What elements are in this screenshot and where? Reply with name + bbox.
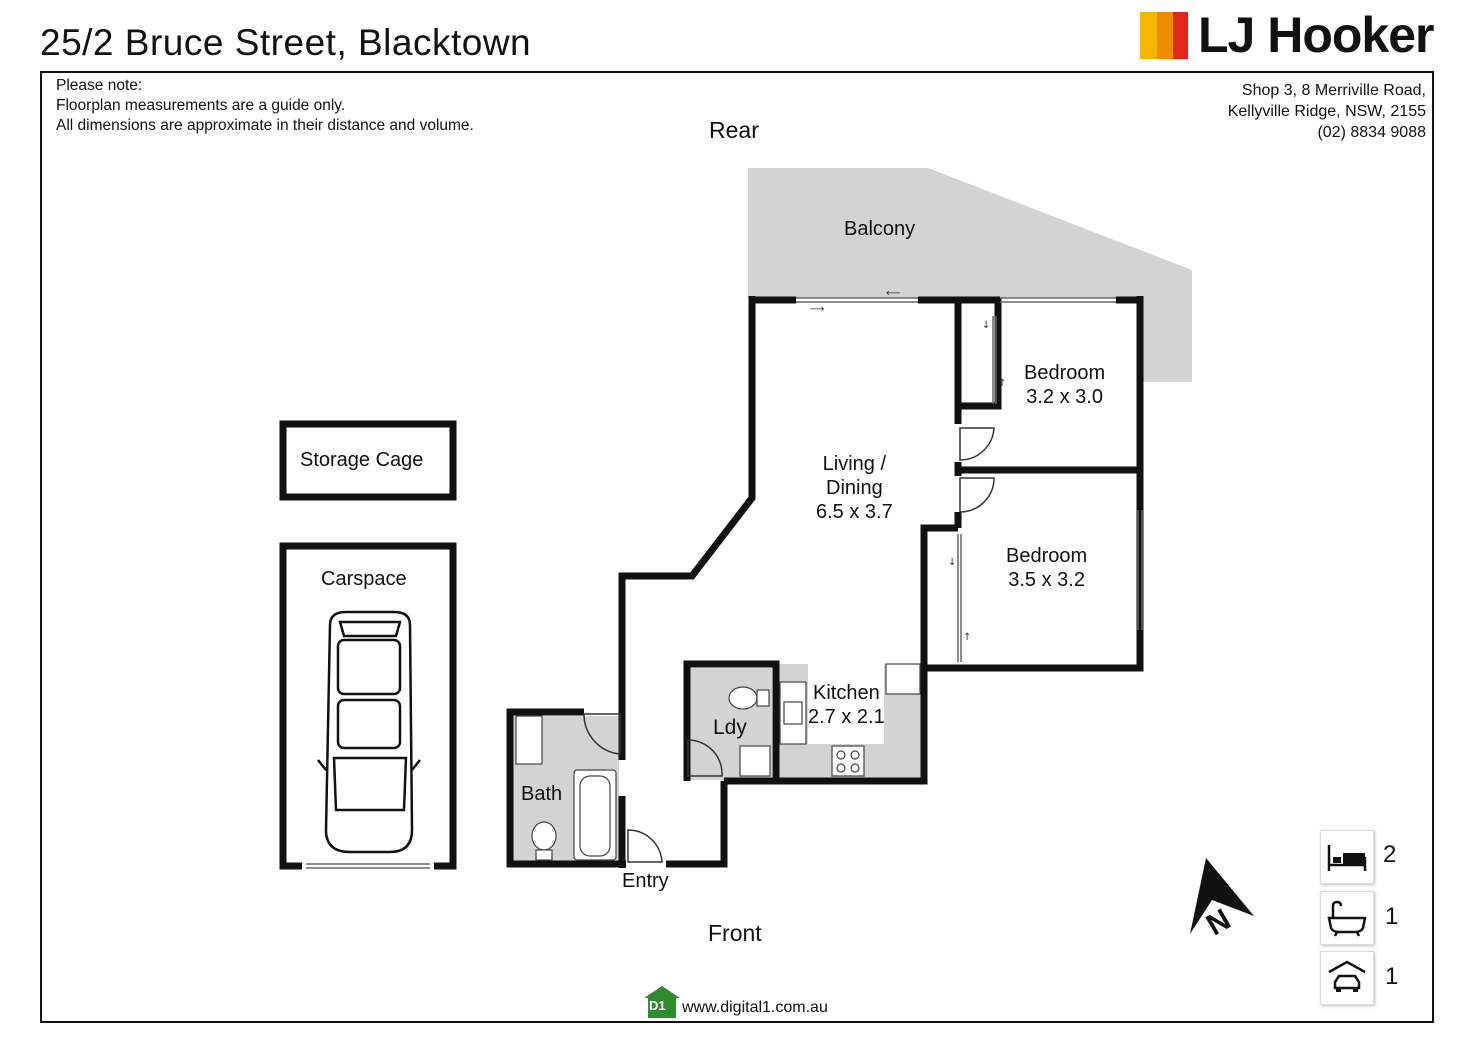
balcony-area	[748, 168, 1192, 382]
bedroom-2-label: Bedroom 3.5 x 3.2	[1006, 544, 1087, 592]
garage-car-icon	[1328, 960, 1366, 992]
agency-phone: (02) 8834 9088	[1317, 124, 1426, 141]
main-walls	[506, 296, 1144, 868]
bedroom-2-name: Bedroom	[1006, 545, 1088, 567]
bath-toilet	[531, 821, 557, 851]
kitchen-name: Kitchen	[813, 682, 880, 704]
digital1-badge: D1	[649, 998, 666, 1013]
laundry-label: Ldy	[713, 716, 747, 739]
lj-hooker-logo	[1140, 12, 1188, 59]
agency-address: Shop 3, 8 Merriville Road, Kellyville Ri…	[1228, 80, 1426, 143]
address-suburb: Kellyville Ridge, NSW, 2155	[1227, 103, 1426, 120]
svg-text:↓: ↓	[948, 557, 956, 568]
bathrooms-count: 1	[1385, 903, 1399, 930]
svg-text:↓: ↓	[982, 320, 990, 331]
brand-name: LJ Hooker	[1198, 7, 1435, 63]
disclaimer-note: Please note: Floorplan measurements are …	[56, 76, 474, 136]
bedroom-1-size: 3.2 x 3.0	[1026, 386, 1103, 408]
carspace-label: Carspace	[321, 568, 407, 590]
laundry-tub	[728, 686, 758, 710]
bedroom-2-size: 3.5 x 3.2	[1008, 569, 1085, 591]
living-line-2: Dining	[826, 477, 883, 499]
bath-vanity	[515, 715, 543, 765]
bathrooms-stat-box	[1320, 891, 1374, 945]
digital1-logo	[644, 986, 680, 1018]
logo-bar-orange	[1157, 12, 1174, 59]
note-heading: Please note:	[56, 77, 143, 94]
entry-label: Entry	[622, 870, 669, 892]
logo-bar-red	[1173, 12, 1188, 59]
bedrooms-count: 2	[1383, 841, 1397, 868]
parking-stat-box	[1320, 951, 1374, 1005]
living-line-1: Living /	[822, 453, 887, 475]
cooktop	[831, 745, 865, 777]
parking-count: 1	[1385, 963, 1399, 990]
rear-label: Rear	[709, 117, 759, 143]
bath-label: Bath	[521, 783, 563, 805]
note-line-guide: Floorplan measurements are a guide only.	[56, 97, 346, 114]
logo-bar-yellow	[1140, 12, 1158, 59]
car-icon	[317, 610, 421, 854]
bedroom-1-label: Bedroom 3.2 x 3.0	[1024, 361, 1105, 409]
bathtub-icon	[1327, 900, 1367, 937]
fridge	[885, 663, 921, 695]
laundry-sink	[739, 745, 771, 777]
svg-text:⟵: ⟵	[886, 288, 900, 299]
svg-text:↑: ↑	[998, 378, 1006, 389]
note-line-approx: All dimensions are approximate in their …	[56, 117, 474, 134]
living-dining-label: Living / Dining 6.5 x 3.7	[816, 452, 893, 524]
svg-text:⟶: ⟶	[810, 304, 824, 315]
sliding-doors	[306, 297, 1143, 869]
kitchen-sink	[783, 701, 803, 725]
bed-icon	[1327, 845, 1367, 871]
balcony-label: Balcony	[844, 218, 916, 240]
kitchen-label: Kitchen 2.7 x 2.1	[808, 681, 885, 729]
website-link[interactable]: www.digital1.com.au	[682, 999, 828, 1016]
page-title: 25/2 Bruce Street, Blacktown	[40, 22, 532, 63]
storage-cage-outline	[279, 420, 457, 501]
storage-cage-label: Storage Cage	[300, 449, 424, 471]
bedroom-1-name: Bedroom	[1024, 362, 1106, 384]
swing-doors	[583, 427, 995, 863]
plan-frame	[40, 71, 1434, 1023]
fixtures	[515, 663, 921, 861]
living-size: 6.5 x 3.7	[816, 501, 893, 523]
address-street: Shop 3, 8 Merriville Road,	[1241, 82, 1426, 99]
slide-arrows: ⟶ ⟵ ↓ ↑ ↓ ↑	[810, 288, 1006, 643]
carspace-outline	[279, 542, 457, 870]
kitchen-size: 2.7 x 2.1	[808, 706, 885, 728]
svg-text:↑: ↑	[963, 632, 971, 643]
north-arrow-icon	[1190, 858, 1254, 934]
bedrooms-stat-box	[1320, 830, 1374, 884]
front-label: Front	[708, 920, 762, 946]
